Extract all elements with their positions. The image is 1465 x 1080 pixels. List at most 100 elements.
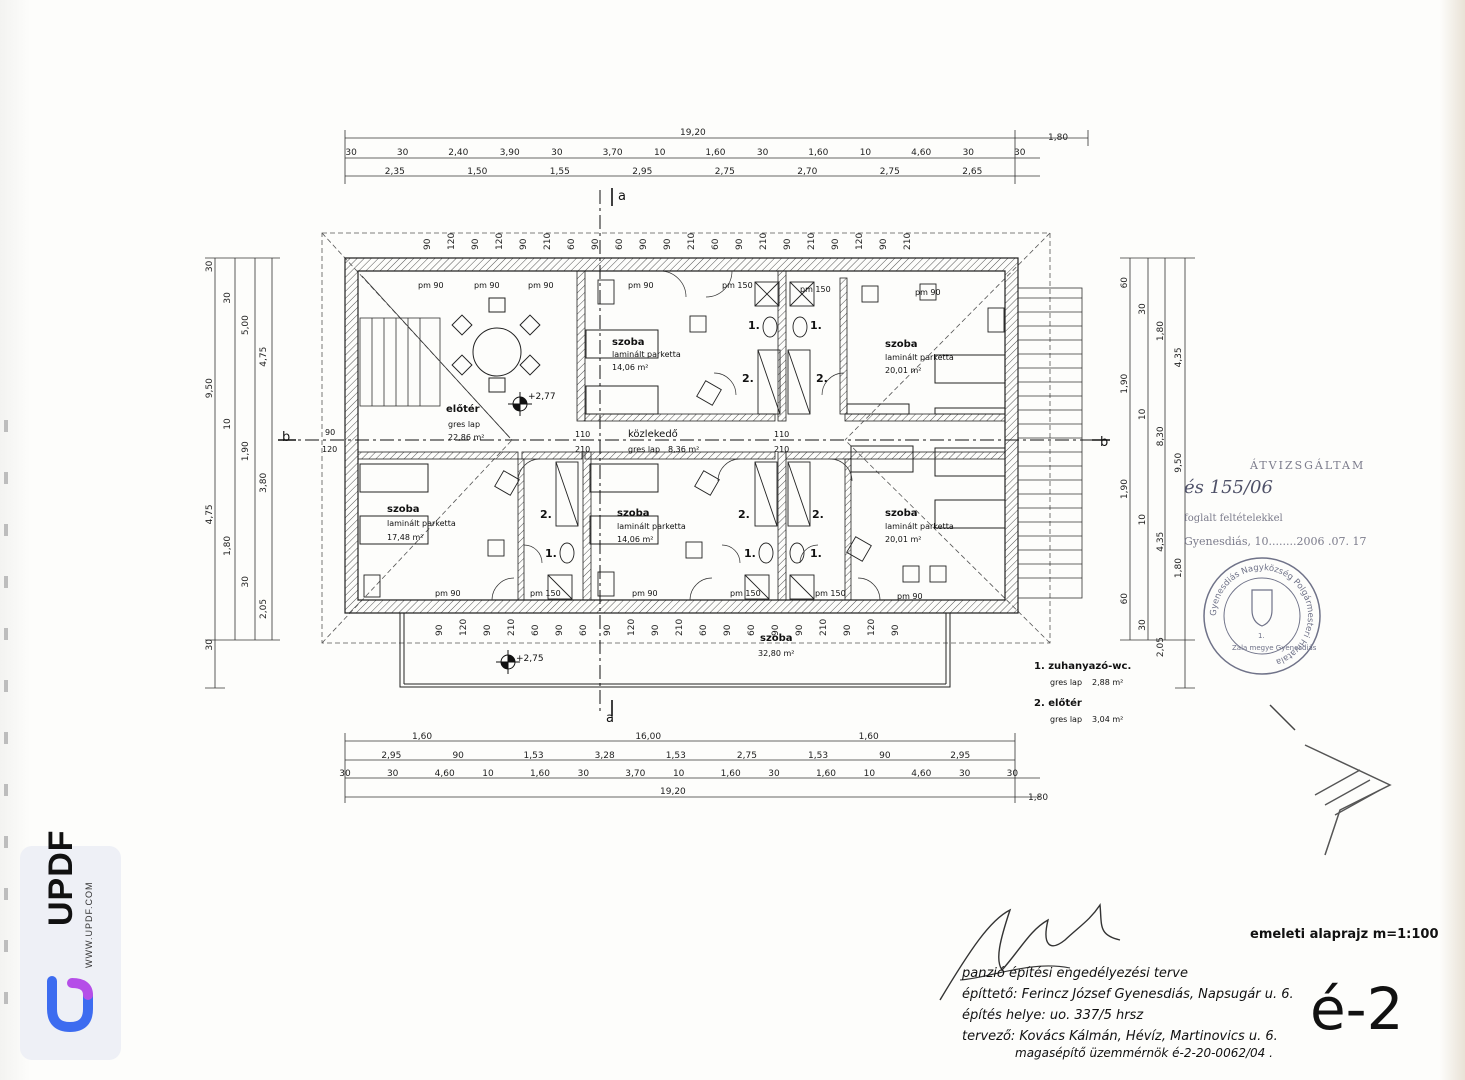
opening-bottom-16: 210 [819, 619, 829, 636]
room-tl-name: szoba [612, 337, 645, 348]
opening-top-10: 90 [663, 238, 673, 250]
room-tl-floor: laminált parketta [612, 350, 681, 359]
opening-bottom-7: 90 [603, 624, 613, 636]
dim-top1-4: 30 [551, 148, 563, 158]
license-line: magasépítő üzemmérnök é-2-20-0062/04 . [1015, 1046, 1273, 1060]
svg-text:210: 210 [575, 445, 590, 454]
drawing-title: emeleti alaprajz m=1:100 [1250, 927, 1439, 942]
svg-text:pm 90: pm 90 [435, 589, 461, 598]
svg-text:120: 120 [322, 445, 337, 454]
svg-text:pm 150: pm 150 [730, 589, 761, 598]
room-num-1e: 1. [810, 547, 822, 560]
opening-bottom-14: 90 [771, 624, 781, 636]
room-num-1a: 1. [748, 319, 760, 332]
room-bm-name: szoba [617, 508, 650, 519]
dim-left-12: 30 [205, 639, 215, 651]
dim-top1-12: 30 [963, 148, 975, 158]
room-num-2b: 2. [816, 372, 828, 385]
dim-left-1: 30 [223, 292, 233, 304]
room-num-1b: 1. [810, 319, 822, 332]
dim-left-9: 1,80 [223, 536, 233, 556]
dim-bottom-total: 19,20 [660, 787, 686, 797]
room-balcony-name: szoba [760, 633, 793, 644]
opening-bottom-12: 90 [723, 624, 733, 636]
svg-text:210: 210 [774, 445, 789, 454]
dim-bot2-3: 3,28 [595, 751, 615, 761]
binding-holes [4, 420, 10, 1060]
interior-walls [357, 270, 1006, 601]
updf-logo-icon [47, 976, 93, 1033]
room-num-2a: 2. [742, 372, 754, 385]
dim-bot3-4: 1,60 [530, 769, 550, 779]
right-dimension-labels: 60301,804,351,90108,309,501,90104,351,80… [1120, 277, 1184, 657]
dim-bot3-14: 30 [1007, 769, 1019, 779]
svg-text:pm 90: pm 90 [418, 281, 444, 290]
dim-top1-11: 4,60 [911, 148, 931, 158]
beds [359, 329, 1006, 545]
municipal-seal: Gyenesdiás Nagyközség Polgármesteri Hiva… [1203, 557, 1321, 675]
opening-top-6: 60 [567, 238, 577, 250]
dim-bot3-3: 10 [482, 769, 494, 779]
dim-right-4: 1,90 [1120, 373, 1130, 393]
dim-bot1-2: 1,60 [859, 732, 879, 742]
dim-right-2: 1,80 [1156, 321, 1166, 341]
legend-item-2: 2. előtér [1034, 698, 1082, 709]
designer-signature [939, 902, 1121, 1001]
room-tr-name: szoba [885, 339, 918, 350]
dim-right-3: 4,35 [1174, 347, 1184, 367]
room-furniture [363, 279, 1005, 598]
opening-top-18: 120 [855, 233, 865, 250]
dim-top2-5: 2,70 [797, 167, 817, 177]
room-eloter-area: 22,86 m² [448, 433, 484, 442]
dim-bot3-0: 30 [339, 769, 351, 779]
sheet-number: é-2 [1310, 975, 1404, 1043]
opening-top-2: 90 [471, 238, 481, 250]
legend-item-1-floor: gres lap [1050, 678, 1083, 687]
legend-item-1-area: 2,88 m² [1092, 678, 1124, 687]
opening-top-12: 60 [711, 238, 721, 250]
dim-bot1-0: 1,60 [412, 732, 432, 742]
opening-top-5: 210 [543, 233, 553, 250]
updf-wordmark: UPDF [42, 829, 80, 926]
opening-labels: pm 90 pm 90 pm 90 pm 90 pm 150 pm 150 pm… [322, 281, 941, 601]
stamp-line3: Gyenesdiás, 10........2006 .07. 17 [1184, 535, 1367, 548]
svg-text:pm 90: pm 90 [628, 281, 654, 290]
opening-bottom-19: 90 [891, 624, 901, 636]
dim-top2-7: 2,65 [962, 167, 982, 177]
internal-stair [359, 275, 511, 439]
dim-right-5: 10 [1138, 408, 1148, 420]
section-a-top: a [618, 189, 626, 204]
svg-text:pm 90: pm 90 [632, 589, 658, 598]
opening-top-17: 90 [831, 238, 841, 250]
level-marker-bottom [496, 650, 520, 674]
dim-left-5: 10 [223, 418, 233, 430]
dim-top2-4: 2,75 [715, 167, 735, 177]
room-br-floor: laminált parketta [885, 522, 954, 531]
dining-table [451, 297, 541, 393]
dim-top-total: 19,20 [680, 128, 706, 138]
section-b-right: b [1100, 435, 1108, 450]
dim-right-0: 60 [1120, 277, 1130, 289]
dim-bot2-4: 1,53 [666, 751, 686, 761]
dim-top2-1: 1,50 [467, 167, 487, 177]
bottom-dimension-chain [344, 733, 1040, 803]
dim-right-6: 8,30 [1156, 426, 1166, 446]
room-num-2d: 2. [738, 508, 750, 521]
dim-bot3-7: 10 [673, 769, 685, 779]
opening-top-0: 90 [423, 238, 433, 250]
dim-right-1: 30 [1138, 303, 1148, 315]
dim-left-4: 9,50 [205, 378, 215, 398]
opening-top-14: 210 [759, 233, 769, 250]
dim-bot2-1: 90 [452, 751, 464, 761]
room-num-1d: 1. [744, 547, 756, 560]
stamp-line1: és 155/06 [1184, 477, 1273, 498]
opening-top-16: 210 [807, 233, 817, 250]
dim-left-2: 5,00 [241, 315, 251, 335]
opening-top-1: 120 [447, 233, 457, 250]
opening-bottom-3: 210 [507, 619, 517, 636]
